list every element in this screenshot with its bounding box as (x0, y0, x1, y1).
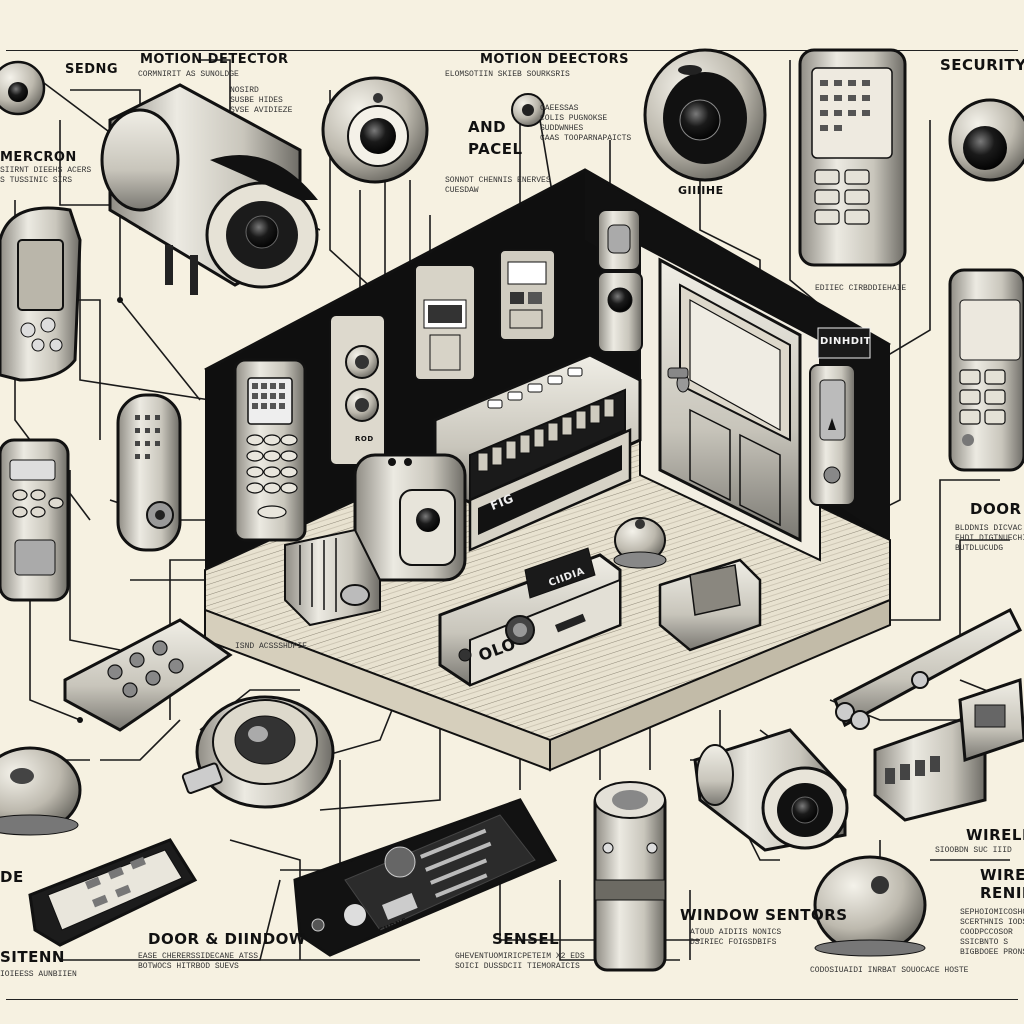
small-motion-sensor (511, 93, 545, 127)
label-window-sentors: WINDOW SENTORS (680, 906, 848, 924)
keypad-far-right (948, 268, 1024, 472)
caption-pacel: CAEESSAS COLIS PUGNOKSE SUDDWNHES CAAS T… (540, 104, 632, 143)
caption-motion-detector: CORMNIRIT AS SUNOLDGE (138, 70, 239, 79)
keyfob-left (116, 393, 182, 552)
remote-far-left (0, 438, 70, 602)
label-room-sign: DINHDIT (820, 336, 872, 347)
caption-wireless-2: SEPHOIOMICOSHOR SCERTHNIS IODSIIS COODPC… (960, 908, 1024, 957)
control-shelf (433, 353, 642, 552)
keypad-badge: ROD (355, 435, 374, 443)
smartphone (293, 798, 558, 957)
caption-center: SONNOT CHENNIS ENERVES CUESDAW (445, 176, 551, 195)
remote-control-flat (63, 618, 233, 732)
caption-motion-detectors: ELOMSOTIIN SKIEB SOURKSRIS (445, 70, 570, 79)
label-de: DE (0, 868, 24, 886)
caption-sitenn: IOIEESS AUNBIIEN (0, 970, 77, 979)
label-wireless-1: WIRELEA (966, 826, 1024, 844)
round-camera-top-center (321, 76, 429, 184)
tablet-bottom-left (28, 838, 198, 947)
label-motion-detector: MOTION DETECTOR (140, 52, 289, 67)
caption-door-right: BLDDNIS DICVAC EHDI DIGTNUECHIBEG BUTDLU… (955, 524, 1024, 553)
label-security-top: SECURITYACT (940, 56, 1024, 74)
label-sedng: SEDNG (65, 62, 119, 77)
connector-module-right (873, 677, 1024, 822)
dome-sensor-bottom-right (813, 855, 927, 957)
wall-panels (329, 209, 643, 466)
diagram-frame (6, 50, 1018, 1000)
eye-camera-far-right (948, 98, 1024, 182)
caption-bottom: CODOSIUAIDI INRBAT SOUOCACE HOSTE (810, 966, 969, 975)
caption-door-window: EASE CHERERSSIDECANE ATSS BOTWOCS HITRBO… (138, 952, 259, 971)
smart-lock-puck (181, 695, 335, 809)
bullet-camera-top (100, 83, 319, 295)
label-mercron: MERCRON (0, 150, 77, 165)
caption-wireless-1: SIOOBDN SUC IIID (935, 846, 1012, 855)
caption-motion-column: NOSIRD SUSBE HIDES SVSE AVIDIEZE (230, 86, 293, 115)
dome-sensor-bottom-left (0, 746, 82, 836)
label-sitenn: SITENN (0, 948, 65, 966)
dome-camera-top-right (643, 48, 767, 182)
label-door-window: DOOR & DIINDOW (148, 930, 306, 948)
caption-mercron: SIIRNT DIEEHS ACERS S TUSSINIC SIRS (0, 166, 92, 185)
wall-keypad-top-right (798, 48, 907, 267)
caption-security: EDIIEC CIRBDDIEHAIE (815, 284, 907, 293)
top-left-dome-camera (0, 60, 46, 116)
bullet-camera-bottom (693, 728, 849, 852)
label-sensel: SENSEL (492, 930, 560, 948)
rod-sensors-right (833, 607, 1022, 730)
caption-sensel: GHEVENTUOMIRICPETEIM X2 EDS SOICI DUSSDC… (455, 952, 585, 971)
label-and-pacel: AND PACEL (468, 118, 523, 158)
handheld-remote-left (0, 206, 82, 382)
cylinder-sensor (593, 781, 667, 972)
caption-window: ATOUD AIDIIS NONICS DSIRIEC FOIGSDBIFS (690, 928, 782, 947)
caption-connector: ISND ACSSSHDPIE (235, 642, 308, 651)
label-motion-detectors: MOTION DEECTORS (480, 52, 630, 67)
main-hub-device (438, 547, 622, 687)
room-floor-devices (284, 453, 762, 652)
label-room-side-sign: GIIIIHE (678, 184, 724, 197)
label-door-right: DOOR & (970, 500, 1024, 518)
wall-keypad (233, 358, 307, 542)
